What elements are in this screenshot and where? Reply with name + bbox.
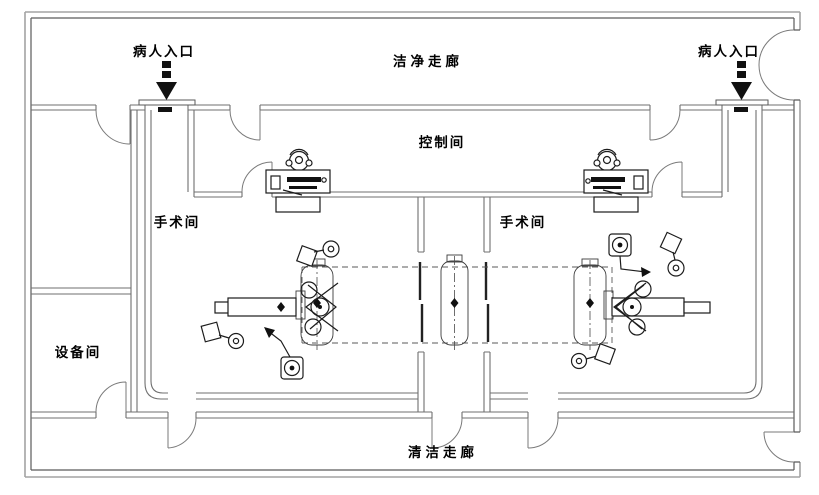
c-arm-device-right — [608, 233, 651, 277]
surgical-light-icon-right-bottom — [570, 342, 617, 370]
patient-outline-right — [573, 258, 614, 350]
door-left-room — [95, 109, 131, 145]
transfer-window-right — [484, 262, 490, 342]
surgical-light-icon-left-bottom — [200, 321, 245, 350]
operating-table-left — [214, 297, 297, 317]
transfer-window-left — [418, 262, 424, 342]
patient-positions — [295, 254, 614, 350]
surgical-light-icon-left-top — [295, 240, 340, 268]
operating-table-right — [611, 297, 711, 317]
entrance-threshold-left — [138, 99, 196, 106]
door-right-bottom — [763, 431, 795, 463]
label-operating-room-right: 手术间 — [500, 214, 547, 230]
entrance-threshold-right — [715, 99, 769, 106]
label-patient-entrance-right: 病人入口 — [698, 43, 760, 59]
label-control-room: 控制间 — [419, 134, 466, 150]
c-arm-device-left — [264, 327, 304, 380]
room-labels: 病人入口 病人入口 洁净走廊 控制间 手术间 手术间 设备间 清洁走廊 — [55, 43, 760, 460]
operating-room-right-walls — [483, 110, 763, 412]
interior-walls — [31, 99, 794, 419]
double-door-right-top — [758, 29, 795, 101]
door-control-top-left — [229, 109, 261, 141]
transfer-path — [301, 266, 613, 344]
operator-console-right — [583, 148, 649, 213]
door-equipment-room — [95, 381, 127, 413]
entrance-mark-left — [158, 107, 172, 112]
operator-console-left — [265, 148, 331, 213]
patient-entrance-arrow-right — [731, 61, 752, 100]
head-frame-left — [300, 281, 339, 336]
head-frame-right — [613, 280, 652, 336]
label-equipment-room: 设备间 — [55, 344, 102, 360]
outer-wall — [24, 11, 801, 478]
door-or-left-corridor — [167, 417, 197, 449]
label-clean-corridor: 洁净走廊 — [393, 53, 463, 69]
patient-outline-left — [295, 258, 334, 350]
label-patient-entrance-left: 病人入口 — [133, 43, 195, 59]
door-or-right-corridor — [527, 417, 559, 449]
operating-room-left-walls — [144, 110, 425, 412]
label-cleaning-corridor: 清洁走廊 — [408, 444, 478, 460]
door-control-bottom-right — [651, 161, 683, 193]
transfer-table — [440, 254, 469, 350]
door-bay-corridor — [431, 417, 463, 449]
entrance-mark-right — [734, 107, 748, 112]
label-operating-room-left: 手术间 — [154, 214, 201, 230]
equipment — [200, 148, 711, 380]
surgical-light-icon-right-top — [659, 231, 685, 277]
patient-entrance-arrow-left — [156, 61, 177, 100]
door-control-top-right — [649, 109, 681, 141]
doors — [95, 109, 683, 449]
